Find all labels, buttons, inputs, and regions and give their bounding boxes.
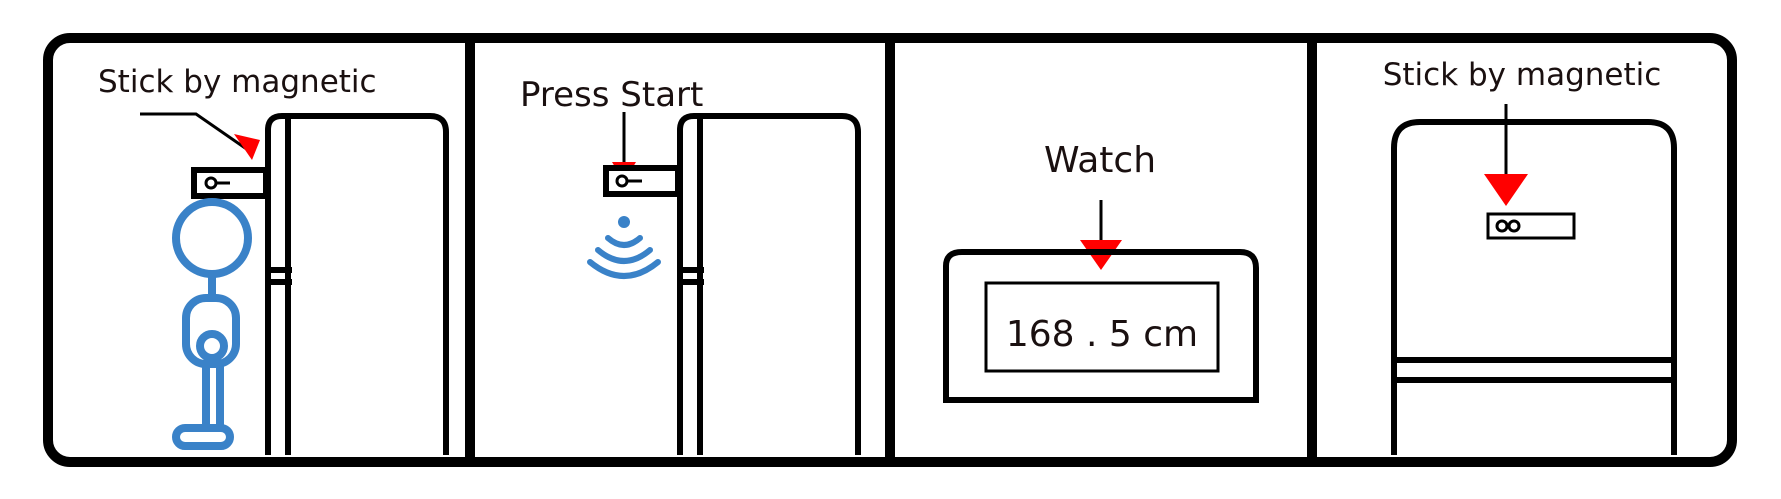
panel-1-leader-line [140, 112, 249, 152]
panel-3-caption: Watch [1044, 140, 1156, 181]
panel-3-measurement-readout: 168 . 5 cm [1006, 314, 1198, 355]
panel-2-wireless-signal-icon [587, 216, 661, 279]
panel-2: Press Start [520, 75, 861, 455]
panel-3-display-screen: 168 . 5 cm [943, 249, 1259, 403]
panel-1-caption: Stick by magnetic [98, 64, 377, 100]
panel-4-magnetic-sensor-device [1486, 212, 1576, 240]
panel-1-arrow-marker [234, 134, 260, 160]
panel-4: Stick by magnetic [1383, 57, 1677, 455]
panel-2-magnetic-sensor-device [603, 165, 681, 197]
panel-4-caption: Stick by magnetic [1383, 57, 1662, 93]
panel-1-person-figure [172, 198, 252, 450]
panel-1-magnetic-sensor-device [191, 167, 269, 199]
panel-4-refrigerator [1391, 119, 1677, 455]
panel-4-arrow-marker [1484, 174, 1528, 206]
panel-3: Watch 168 . 5 cm [943, 140, 1259, 403]
panel-2-caption: Press Start [520, 75, 703, 115]
panel-1-refrigerator [265, 113, 449, 455]
storyboard-frame [43, 33, 1737, 467]
panel-2-refrigerator [677, 113, 861, 455]
panel-1: Stick by magnetic [98, 64, 449, 455]
